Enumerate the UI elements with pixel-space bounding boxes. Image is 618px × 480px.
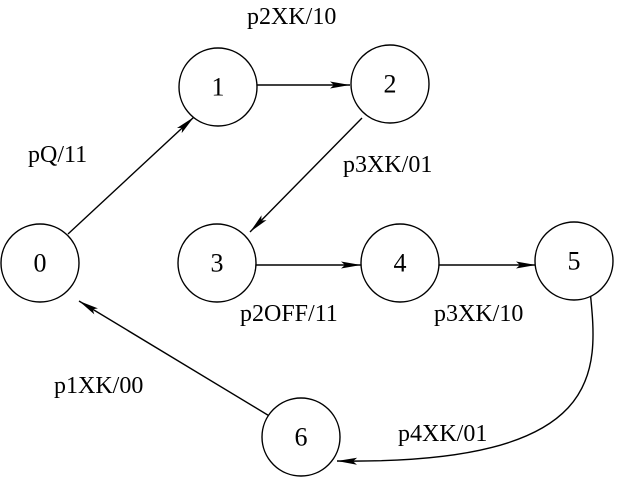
state-3-label: 3 [211,249,224,278]
state-5: 5 [534,221,614,301]
state-2: 2 [350,44,430,124]
state-3: 3 [177,223,257,303]
state-6-label: 6 [295,423,308,452]
transition-label-6-0: p1XK/00 [54,373,143,399]
transition-label-2-3: p3XK/01 [343,152,432,178]
transition-label-4-5: p3XK/10 [434,301,523,327]
edge-2-to-3 [249,117,363,233]
state-0: 0 [0,223,80,303]
state-0-label: 0 [34,249,47,278]
state-1: 1 [178,47,258,127]
state-1-label: 1 [212,73,225,102]
state-5-label: 5 [568,247,581,276]
edge-5-to-6 [336,289,594,465]
transition-label-1-2: p2XK/10 [247,4,336,30]
edge-0-to-1 [67,116,195,235]
transition-label-3-4: p2OFF/11 [240,301,338,327]
transition-label-5-6: p4XK/01 [398,421,487,447]
state-4: 4 [360,223,440,303]
state-4-label: 4 [394,249,407,278]
transition-label-0-1: pQ/11 [28,142,87,168]
edge-6-to-0 [78,300,272,418]
state-6: 6 [261,397,341,477]
state-2-label: 2 [384,70,397,99]
